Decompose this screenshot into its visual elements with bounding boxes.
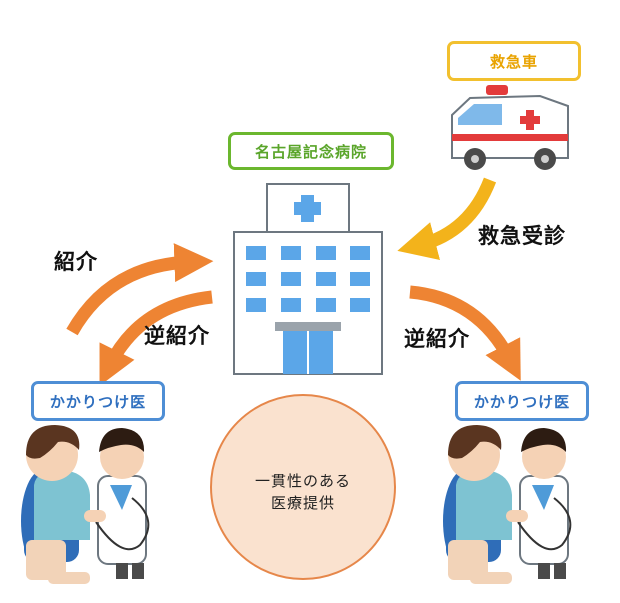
reverse-referral-right-arrow [409,285,521,381]
reverse-referral-right-label: 逆紹介 [404,327,470,351]
center-text: 一貫性のある 医療提供 [208,470,398,514]
clinic-left-label-box: かかりつけ医 [31,381,165,421]
referral-arrow [66,243,214,336]
emergency-arrow [397,177,497,260]
hospital-label: 名古屋記念病院 [254,142,367,161]
center-text-line2: 医療提供 [270,494,335,512]
clinic-right-label-box: かかりつけ医 [455,381,589,421]
emergency-label: 救急受診 [478,224,566,248]
clinic-left-label: かかりつけ医 [49,392,147,411]
reverse-referral-left-arrow [99,290,213,386]
clinic-right-label: かかりつけ医 [473,392,571,411]
center-text-line1: 一貫性のある [254,472,351,490]
doctor-patient-icon [443,425,572,584]
doctor-patient-icon [21,425,150,584]
ambulance-label-box: 救急車 [447,41,581,81]
hospital-building-icon [233,183,383,375]
reverse-referral-left-label: 逆紹介 [144,324,210,348]
hospital-label-box: 名古屋記念病院 [228,132,394,170]
referral-label: 紹介 [54,250,98,274]
ambulance-icon [451,85,569,170]
center-circle [210,394,396,580]
ambulance-label: 救急車 [489,52,538,71]
